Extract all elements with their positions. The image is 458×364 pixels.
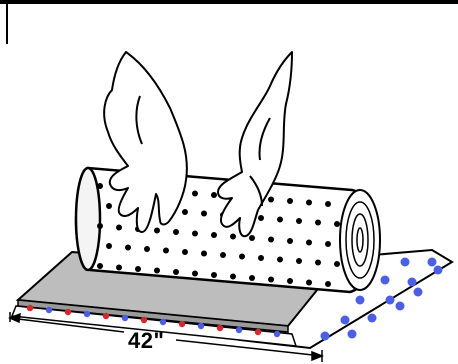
roll-dot [125,245,131,251]
strip-dot [160,319,166,325]
roll-dot [192,191,198,197]
roll-dot [287,278,293,284]
roll-dot [268,237,274,243]
roll-dot [268,197,274,203]
roll-dot [230,234,236,240]
roll-dot [287,238,293,244]
roll-dot [182,209,188,215]
roll-dot [211,232,217,238]
blue-dot [408,278,417,287]
blue-dot [396,302,405,311]
roll-dot [258,215,264,221]
roll-dot [258,255,264,261]
roll-dot [135,266,141,272]
roll-dot [334,221,340,227]
roll-dot [325,201,331,207]
strip-dot [217,325,223,331]
strip-dot [27,305,33,311]
roll-dot [239,254,245,260]
roll-dot [230,274,236,280]
roll-dot [220,252,226,258]
roll-dot [315,260,321,266]
strip-dot [84,311,90,317]
roll-dot [325,241,331,247]
roll-dot [334,261,340,267]
strip-dot [141,317,147,323]
strip-dot [103,313,109,319]
strip-dot [274,331,280,337]
strip-dot [255,329,261,335]
roll-dot [201,211,207,217]
blue-dot [348,330,357,339]
strip-dot [179,321,185,327]
blue-dot [368,314,377,323]
roll-dot [116,265,122,271]
strip-dot [46,307,52,313]
roll-dot [116,225,122,231]
roll-dot [154,268,160,274]
roll-dot [173,269,179,275]
roll-dot [249,275,255,281]
blue-dot [356,296,365,305]
strip-dot [236,327,242,333]
roll-dot [287,198,293,204]
strip-dot [65,309,71,315]
roll-dot [106,243,112,249]
blue-dot [401,258,410,267]
strip-dot [122,315,128,321]
roll-dot [173,229,179,235]
strip-dot [198,323,204,329]
roll-dot [277,257,283,263]
roll-dot [277,217,283,223]
roll-dot [97,263,103,269]
blue-dot [414,288,423,297]
roll-dot [163,248,169,254]
roll-dot [192,271,198,277]
roll-dot [106,203,112,209]
dimension-label: 42" [128,328,164,354]
roll-dot [211,272,217,278]
roll-dot [97,223,103,229]
blue-dot [428,258,437,267]
roll-dot [249,235,255,241]
roll-dot [154,228,160,234]
blue-dot [386,296,395,305]
roll-dot [201,251,207,257]
roll-dot [306,240,312,246]
roll-dot [192,231,198,237]
roll-dot [268,277,274,283]
roll-dot [211,192,217,198]
roll-dot [306,280,312,286]
roll-dot [315,220,321,226]
blue-dot [321,332,330,341]
roll-dot [97,183,103,189]
roll-dot [306,200,312,206]
roll-dot [296,218,302,224]
blue-dot [341,316,350,325]
roll-dot [325,281,331,287]
roll-dot [296,258,302,264]
roll-dot [182,249,188,255]
blue-dot [381,276,390,285]
blue-dot [434,266,443,275]
roll-dot [144,246,150,252]
